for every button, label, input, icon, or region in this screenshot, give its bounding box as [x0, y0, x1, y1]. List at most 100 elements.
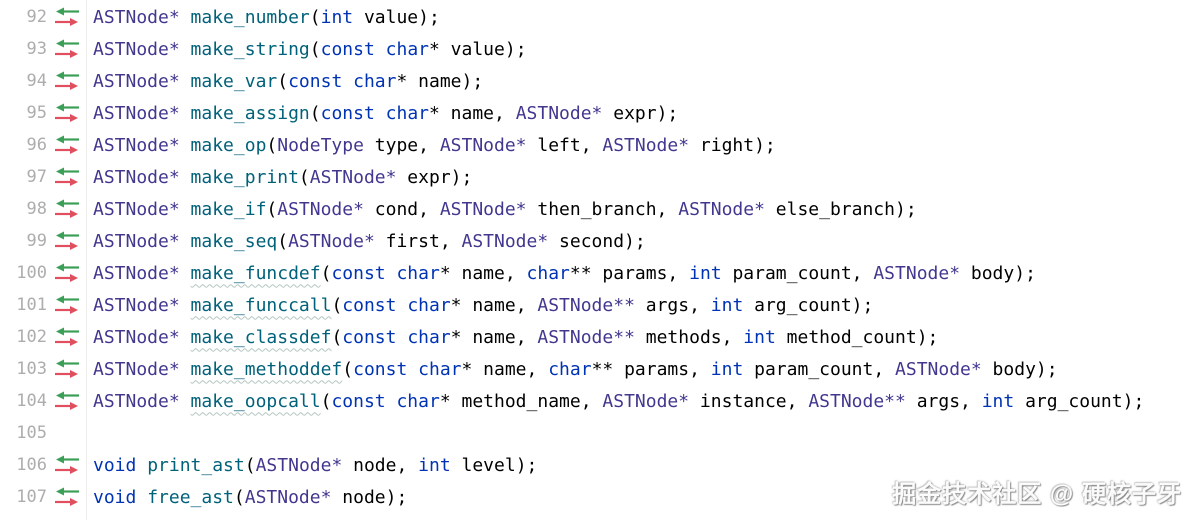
code-token: (: [331, 294, 343, 316]
gutter-icon[interactable]: [47, 166, 86, 188]
code-text: ASTNode* make_op(NodeType type, ASTNode*…: [86, 135, 776, 156]
code-token: ASTNode*: [93, 70, 180, 92]
line-number[interactable]: 93: [26, 39, 47, 59]
code-line[interactable]: 105: [0, 417, 1194, 449]
code-token: ASTNode*: [93, 230, 180, 252]
code-line[interactable]: 93 ASTNode* make_string(const char* value…: [0, 33, 1194, 65]
function-name-token: make_op: [190, 134, 267, 156]
code-token: const: [342, 326, 397, 348]
gutter-icon[interactable]: [47, 454, 86, 476]
code-token: ASTNode*: [602, 134, 690, 156]
function-name-token: make_assign: [190, 102, 310, 124]
gutter-icon[interactable]: [47, 38, 86, 60]
nav-right-arrow-icon: [54, 114, 78, 122]
gutter-icon[interactable]: [47, 486, 86, 508]
line-number[interactable]: 92: [26, 7, 47, 27]
code-token: ASTNode*: [873, 262, 961, 284]
line-number[interactable]: 104: [16, 391, 47, 411]
code-line[interactable]: 103 ASTNode* make_methoddef(const char* n…: [0, 353, 1194, 385]
gutter-icon[interactable]: [47, 390, 86, 412]
code-token: expr);: [396, 166, 473, 188]
line-number[interactable]: 103: [16, 359, 47, 379]
code-token: args,: [905, 390, 982, 412]
code-token: [136, 455, 147, 476]
line-number[interactable]: 99: [26, 231, 47, 251]
line-number[interactable]: 100: [16, 263, 47, 283]
code-token: ASTNode*: [93, 358, 180, 380]
line-number[interactable]: 107: [16, 487, 47, 507]
code-token: * name);: [396, 70, 484, 92]
code-token: arg_count);: [1014, 390, 1145, 412]
code-token: (: [277, 230, 289, 252]
code-token: (: [233, 486, 245, 508]
code-line[interactable]: 107 void free_ast(ASTNode* node);: [0, 481, 1194, 513]
line-number[interactable]: 95: [26, 103, 47, 123]
code-token: const: [342, 294, 397, 316]
code-token: ASTNode*: [93, 198, 180, 220]
code-token: param_count,: [743, 358, 896, 380]
nav-left-arrow-icon: [55, 71, 79, 80]
code-token: ** params,: [591, 358, 711, 380]
nav-right-arrow-icon: [54, 338, 78, 346]
code-token: char: [385, 38, 429, 60]
code-line[interactable]: 96 ASTNode* make_op(NodeType type, ASTNod…: [0, 129, 1194, 161]
code-token: const: [331, 262, 386, 284]
code-text: ASTNode* make_string(const char* value);: [86, 39, 527, 60]
code-token: void: [93, 486, 137, 508]
code-token: [386, 263, 397, 284]
line-number[interactable]: 97: [26, 167, 47, 187]
gutter-icon[interactable]: [47, 262, 86, 284]
code-text: ASTNode* make_var(const char* name);: [86, 71, 483, 92]
line-number[interactable]: 94: [26, 71, 47, 91]
function-name-token: make_if: [190, 198, 267, 220]
code-token: ASTNode*: [93, 326, 180, 348]
gutter-icon[interactable]: [47, 6, 86, 28]
code-token: * name,: [439, 262, 527, 284]
nav-right-arrow-icon: [54, 370, 78, 378]
gutter-icon[interactable]: [47, 326, 86, 348]
gutter-icon[interactable]: [47, 70, 86, 92]
code-text: ASTNode* make_methoddef(const char* name…: [86, 359, 1058, 380]
line-number[interactable]: 102: [16, 327, 47, 347]
line-number[interactable]: 96: [26, 135, 47, 155]
code-text: void free_ast(ASTNode* node);: [86, 487, 407, 508]
code-token: instance,: [689, 390, 809, 412]
gutter-icon[interactable]: [47, 134, 86, 156]
gutter-icon[interactable]: [47, 198, 86, 220]
code-line[interactable]: 92 ASTNode* make_number(int value);: [0, 1, 1194, 33]
function-name-token: make_classdef: [190, 326, 332, 348]
gutter-icon[interactable]: [47, 358, 86, 380]
line-number[interactable]: 106: [16, 455, 47, 475]
code-token: ASTNode*: [93, 102, 180, 124]
code-token: (: [266, 134, 278, 156]
code-token: * name,: [429, 102, 516, 124]
code-token: ASTNode**: [537, 294, 635, 316]
gutter-icon[interactable]: [47, 230, 86, 252]
code-token: [375, 39, 386, 60]
code-text: ASTNode* make_number(int value);: [86, 7, 440, 28]
code-line[interactable]: 94 ASTNode* make_var(const char* name);: [0, 65, 1194, 97]
gutter-icon[interactable]: [47, 102, 86, 124]
nav-left-arrow-icon: [55, 391, 79, 400]
code-token: arg_count);: [743, 294, 874, 316]
line-number[interactable]: 98: [26, 199, 47, 219]
code-token: ASTNode*: [93, 390, 180, 412]
code-token: ASTNode*: [93, 166, 180, 188]
code-token: (: [309, 38, 321, 60]
line-number[interactable]: 101: [16, 295, 47, 315]
nav-left-arrow-icon: [55, 167, 79, 176]
code-token: [180, 263, 191, 284]
gutter-icon[interactable]: [47, 294, 86, 316]
line-number[interactable]: 105: [16, 423, 47, 443]
code-token: char: [548, 358, 592, 380]
